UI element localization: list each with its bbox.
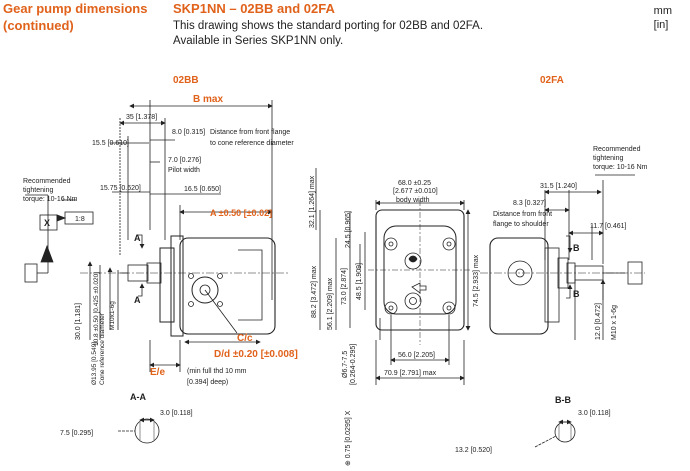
dim-15-75: 15.75 [0.620] (100, 185, 141, 192)
fa-torque: torque: 10-16 Nm (593, 164, 648, 171)
front-73: 73.0 [2.874] (341, 268, 348, 305)
dd-label: D/d ±0.20 [±0.008] (214, 349, 298, 360)
fa-tightening: tightening (593, 155, 623, 162)
front-width-in: [2.677 ±0.010] (393, 188, 438, 195)
page-title: SKP1NN – 02BB and 02FA (173, 1, 335, 16)
section-bb-label: B-B (555, 395, 571, 405)
fa-thread: M10 x 1-6g (611, 305, 618, 340)
section-title: Gear pump dimensions (continued) (3, 0, 147, 34)
dim-35: 35 [1.378] (126, 114, 157, 121)
units-in: [in] (653, 19, 669, 31)
front-88-2: 88.2 [3.472] max (311, 265, 318, 318)
taper-label: 1:8 (75, 216, 85, 223)
tightening-label: tightening (23, 187, 53, 194)
bmax-label: B max (193, 94, 223, 105)
ee-label: E/e (150, 367, 165, 378)
dim-16-5: 16.5 [0.650] (184, 186, 221, 193)
bb-height: 13.2 [0.520] (455, 447, 492, 454)
x-datum: X (44, 218, 50, 228)
dim-15-5: 15.5 [0.610] (92, 140, 129, 147)
fa-dim-31-5: 31.5 [1.240] (540, 183, 577, 190)
section-aa-label: A-A (130, 392, 146, 402)
dim-8-note2: to cone reference diameter (210, 140, 294, 147)
position-tolerance: ⊕ 0.75 [0.0295] X (345, 410, 352, 466)
a-tolerance-label: A ±0.50 [±0.02] (210, 208, 272, 218)
cc-label: C/c (237, 333, 253, 344)
cone-reference-label: Cone reference diameter (99, 312, 106, 385)
section-b-upper: B (573, 243, 580, 253)
thread-depth-2: [0.394] deep) (187, 379, 228, 386)
fa-dim-8-3: 8.3 [0.327] (513, 200, 546, 207)
torque-label: torque: 10-16 Nm (23, 196, 78, 203)
fa-dim-11-7: 11.7 [0.461] (590, 223, 627, 230)
pilot-width-label: Pilot width (168, 167, 200, 174)
view-label-02fa: 02FA (540, 75, 564, 86)
front-48-5: 48.5 [1.909] (356, 263, 363, 300)
page-description: This drawing shows the standard porting … (173, 19, 483, 49)
aa-width: 3.0 [0.118] (160, 410, 193, 417)
section-a-lower: A (134, 295, 141, 305)
description-line2: Available in Series SKP1NN only. (173, 35, 344, 47)
section-title-line1: Gear pump dimensions (3, 1, 148, 16)
body-width-label: body width (396, 197, 430, 204)
front-32-1: 32.1 [1.264] max (309, 175, 316, 228)
aa-height: 7.5 [0.295] (60, 430, 93, 437)
hole-diameter: Ø6.7-7.5 (342, 351, 349, 378)
labels-02fa: Recommended tightening torque: 10-16 Nm … (455, 146, 648, 454)
dim-13-95: Ø13.95 [0.549] (91, 342, 98, 385)
dim-7: 7.0 [0.276] (168, 157, 201, 164)
section-a-upper: A (134, 233, 141, 243)
fa-distance-1: Distance from front (493, 211, 552, 218)
thread-depth-1: (min full thd 10 mm (187, 368, 247, 375)
dim-10-8: 10.8 ±0.50 [0.425 ±0.020] (93, 272, 100, 346)
drawing-02bb (24, 100, 290, 444)
section-b-lower: B (573, 289, 580, 299)
front-74-5: 74.5 [2.933] max (473, 254, 480, 307)
recommended-label: Recommended (23, 178, 71, 185)
section-title-line2: (continued) (3, 18, 74, 33)
labels-02bb: B max 35 [1.378] 8.0 [0.315] Distance fr… (23, 94, 298, 437)
thread-m10-label: M10x1-6g (109, 301, 116, 330)
bb-width: 3.0 [0.118] (578, 410, 611, 417)
front-70-9: 70.9 [2.791] max (384, 370, 437, 377)
front-width: 68.0 ±0.25 (398, 180, 431, 187)
fa-recommended: Recommended (593, 146, 641, 153)
front-24-5: 24.5 [0.965] (345, 211, 352, 248)
fa-distance-2: flange to shoulder (493, 221, 549, 228)
dim-30: 30.0 [1.181] (75, 303, 82, 340)
description-line1: This drawing shows the standard porting … (173, 20, 484, 32)
units-mm: mm (653, 5, 672, 17)
labels-front: 68.0 ±0.25 [2.677 ±0.010] body width 32.… (309, 175, 480, 466)
dim-8: 8.0 [0.315] (172, 129, 205, 136)
front-56: 56.0 [2.205] (398, 352, 435, 359)
units-label: mm [in] (654, 4, 672, 32)
hole-diameter-in: [0.264-0.295] (350, 344, 357, 385)
drawing-02fa (480, 174, 645, 448)
dim-8-note1: Distance from front flange (210, 129, 290, 136)
view-label-02bb: 02BB (173, 75, 199, 86)
fa-dim-12: 12.0 [0.472] (595, 303, 602, 340)
front-56-1: 56.1 [2.209] max (327, 277, 334, 330)
drawing-front-view (315, 168, 471, 385)
